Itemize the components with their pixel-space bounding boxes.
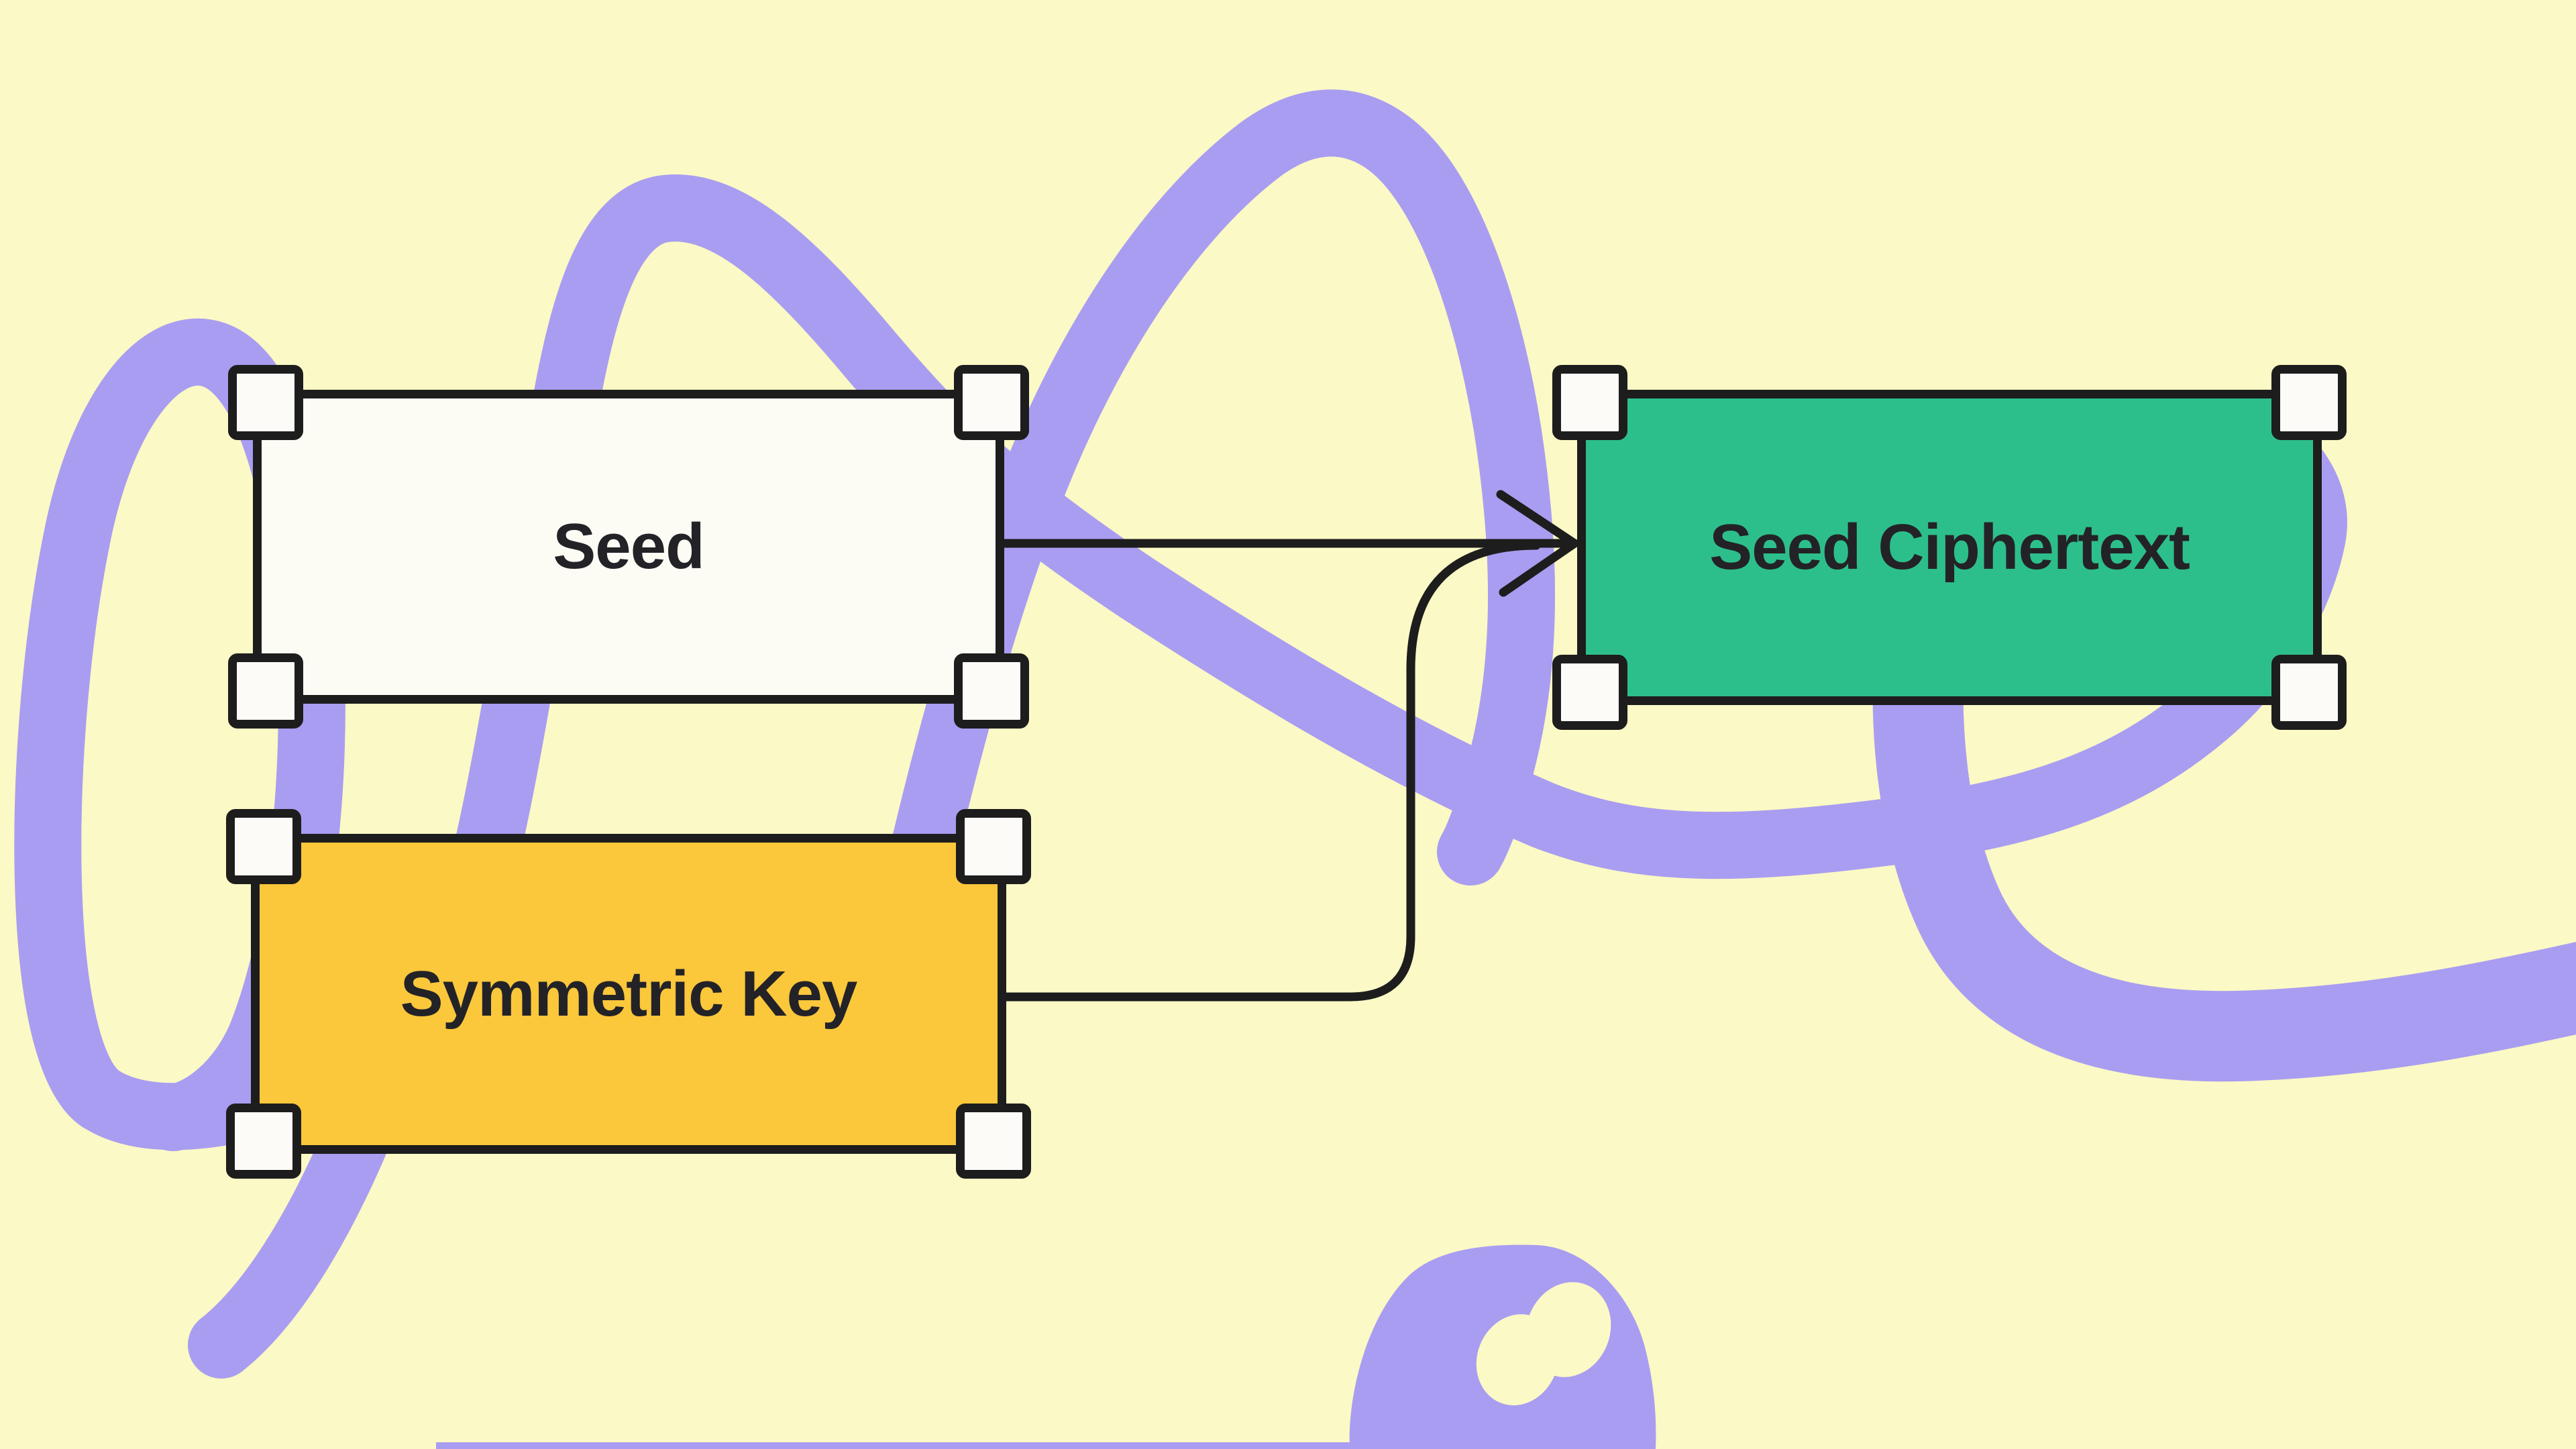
node-label: Symmetric Key [400,957,858,1030]
squiggle-right-sweep [1872,598,2576,1082]
node-seed-ciphertext[interactable]: Seed Ciphertext [1552,365,2347,730]
resize-handle-bottom-left[interactable] [228,653,303,729]
node-symmetric-key[interactable]: Symmetric Key [226,809,1031,1179]
node-label: Seed Ciphertext [1709,511,2190,583]
resize-handle-bottom-left[interactable] [1552,655,1627,730]
resize-handle-top-left[interactable] [226,809,301,884]
resize-handle-top-left[interactable] [228,365,303,440]
resize-handle-bottom-right[interactable] [956,1104,1031,1179]
resize-handle-bottom-left[interactable] [226,1104,301,1179]
resize-handle-top-right[interactable] [954,365,1029,440]
connector-curved-key-to-ciphertext [1001,541,1541,1002]
resize-handle-top-left[interactable] [1552,365,1627,440]
resize-handle-top-right[interactable] [956,809,1031,884]
resize-handle-bottom-right[interactable] [954,653,1029,729]
node-seed[interactable]: Seed [228,365,1029,729]
ghost-eye-right-icon [1525,1282,1611,1377]
node-label: Seed [553,511,704,582]
resize-handle-top-right[interactable] [2271,365,2347,440]
resize-handle-bottom-right[interactable] [2271,655,2347,730]
arrowhead-icon [1496,490,1579,597]
